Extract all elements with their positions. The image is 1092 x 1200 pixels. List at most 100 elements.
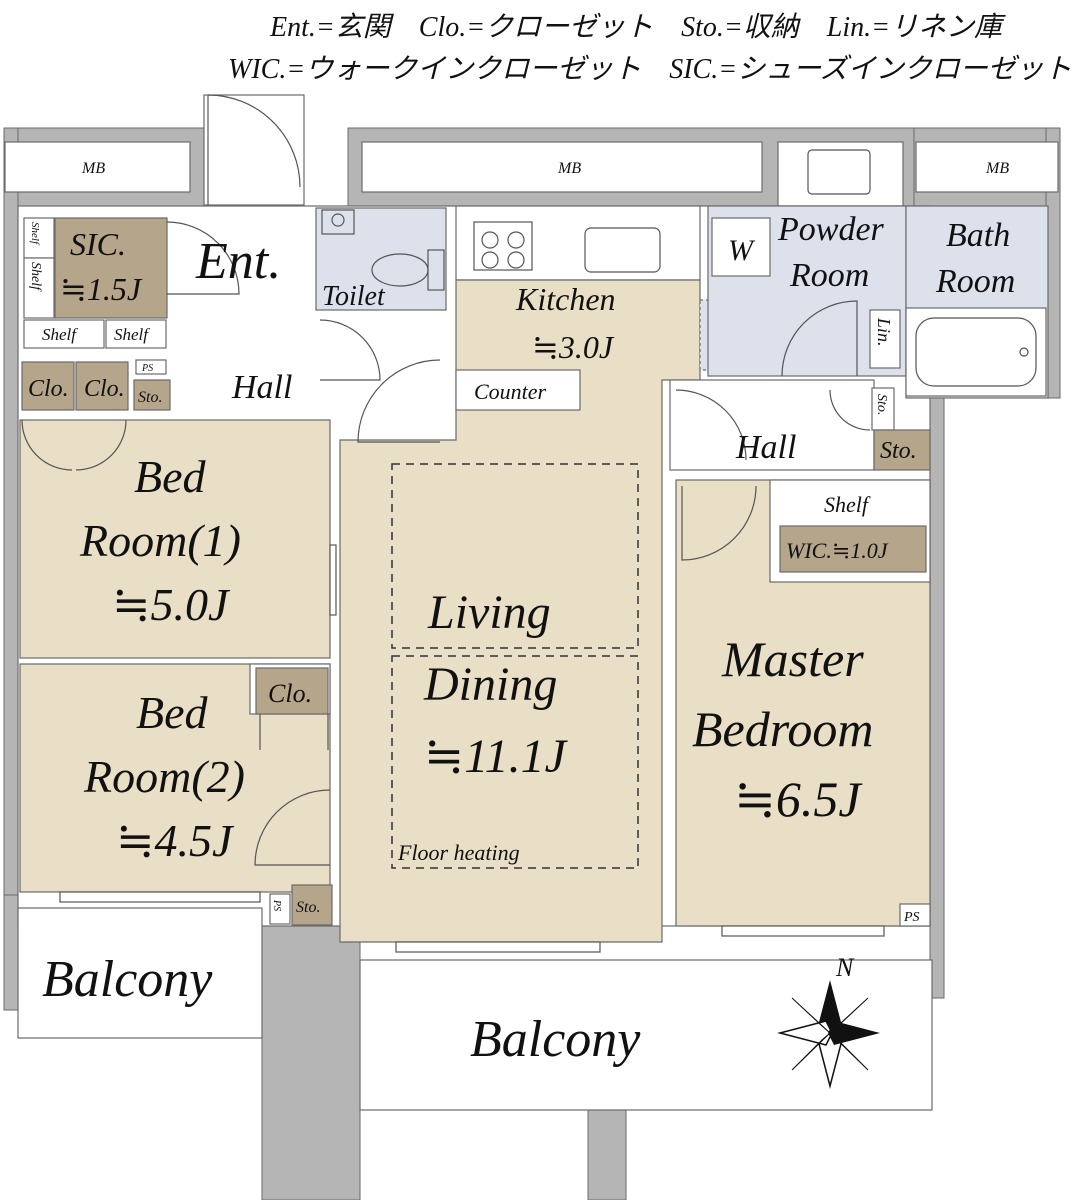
shelf-label-2: Shelf <box>114 325 150 344</box>
ps-box-master <box>899 903 931 927</box>
shelf-box-2 <box>105 319 167 349</box>
bath-room-line2: Room <box>935 263 1015 300</box>
kitchen-counter-top <box>455 205 701 281</box>
legend-line-1: Ent.=玄関 Clo.=クローゼット Sto.=収納 Lin.=リネン庫 <box>269 12 1006 43</box>
compass-icon <box>777 980 880 1089</box>
powder-sink-icon <box>807 149 871 195</box>
linen-label: Lin. <box>874 317 894 347</box>
floor-heating-label: Floor heating <box>397 840 520 865</box>
bed1-closet-door-b <box>75 419 127 471</box>
kitchen-area: ≒3.0J <box>532 329 615 365</box>
dining-label: Dining <box>423 658 557 711</box>
wic-closet <box>779 525 927 573</box>
sic-door <box>166 221 240 295</box>
clo-label-3: Clo. <box>268 679 312 708</box>
toilet-label: Toilet <box>322 281 386 312</box>
kitchen-label: Kitchen <box>515 281 616 317</box>
window-bed2 <box>59 891 261 903</box>
hall-door-2 <box>357 359 441 443</box>
ps-label-top: PS <box>141 363 153 374</box>
wic-shelf-label: Shelf <box>824 492 871 517</box>
bed1-line1: Bed <box>134 451 207 502</box>
bed1-closet-door-a <box>21 419 73 471</box>
mb-box-left <box>4 141 191 193</box>
sto-box-right <box>873 429 931 471</box>
shelf-label-small: Shelf <box>29 222 41 246</box>
sto-box-left <box>133 379 171 411</box>
entrance-label: Ent. <box>195 233 281 290</box>
bed1-closet-b <box>75 361 129 411</box>
bed2-door <box>254 789 331 866</box>
bed1-area: ≒5.0J <box>112 579 231 630</box>
master-area: ≒6.5J <box>734 771 863 827</box>
ld-area: ≒11.1J <box>424 730 569 783</box>
clo-label-1: Clo. <box>28 376 69 402</box>
bedroom-1 <box>19 419 331 659</box>
bed2-closet <box>255 667 329 715</box>
hall-right-label: Hall <box>735 429 796 466</box>
powder-sink-box <box>777 141 904 207</box>
powder-room-line1: Powder <box>777 211 885 248</box>
bed2-line2: Room(2) <box>83 751 245 802</box>
ps-box-bottom <box>269 893 291 925</box>
clo-label-2: Clo. <box>84 376 125 402</box>
shelf-label-1: Shelf <box>42 325 78 344</box>
window-master <box>721 925 885 937</box>
stove-icon <box>473 221 533 271</box>
mb-label-left: MB <box>81 160 105 177</box>
toilet-sink <box>321 209 355 235</box>
sic-shelf-side <box>23 257 55 319</box>
sto-label-right-small: Sto. <box>874 394 889 415</box>
living-label: Living <box>427 586 551 639</box>
living-dashed-zone <box>391 463 639 649</box>
hall-right-door <box>675 389 747 461</box>
sic-closet <box>54 217 168 319</box>
sic-name: SIC. <box>70 226 126 262</box>
north-label: N <box>835 953 855 982</box>
shelf-label-side: Shelf <box>28 262 43 292</box>
mb-box-right <box>915 141 1059 193</box>
ps-box-top <box>135 359 167 375</box>
powder-door <box>781 300 858 377</box>
ps-label-master: PS <box>903 910 920 925</box>
counter-label: Counter <box>474 379 547 404</box>
linen-closet <box>869 309 901 369</box>
dining-dashed-zone <box>391 655 639 869</box>
balcony-right-label: Balcony <box>470 1011 641 1068</box>
kitchen-sink-icon <box>584 227 661 273</box>
wic-label: WIC.≒1.0J <box>786 538 889 563</box>
washer-space <box>711 217 771 277</box>
hall-left-label: Hall <box>231 369 292 406</box>
bed2-closet-doors <box>259 714 329 750</box>
window-living <box>395 941 601 953</box>
bed1-line2: Room(1) <box>79 515 241 566</box>
mb-label-right: MB <box>985 160 1009 177</box>
powder-room-line2: Room <box>789 257 869 294</box>
sto-box-bottom <box>291 884 333 926</box>
toilet-room <box>315 207 447 311</box>
balcony-left-label: Balcony <box>42 951 213 1008</box>
bed2-area: ≒4.5J <box>116 815 235 866</box>
ps-label-bottom: PS <box>271 899 282 911</box>
window-bed1-side <box>329 544 337 616</box>
bed2-line1: Bed <box>136 687 209 738</box>
sic-area: ≒1.5J <box>60 271 143 307</box>
washer-label: W <box>728 234 756 267</box>
legend-line-2: WIC.=ウォークインクローゼット SIC.=シューズインクローゼット <box>228 54 1072 85</box>
counter-box <box>455 369 581 411</box>
toilet-bowl <box>371 253 429 287</box>
shelf-box-1 <box>23 319 105 349</box>
bath-room-line1: Bath <box>946 217 1010 254</box>
hall-door-1 <box>319 319 381 381</box>
mb-box-center <box>361 141 763 193</box>
bed1-closet-a <box>21 361 75 411</box>
bathtub <box>905 307 1047 397</box>
front-door <box>203 94 305 206</box>
sto-label-right: Sto. <box>880 438 917 464</box>
sto-label-left: Sto. <box>138 389 162 406</box>
balcony-left <box>17 907 263 1039</box>
sto-label-bottom: Sto. <box>296 899 320 916</box>
master-line2: Bedroom <box>692 701 873 757</box>
